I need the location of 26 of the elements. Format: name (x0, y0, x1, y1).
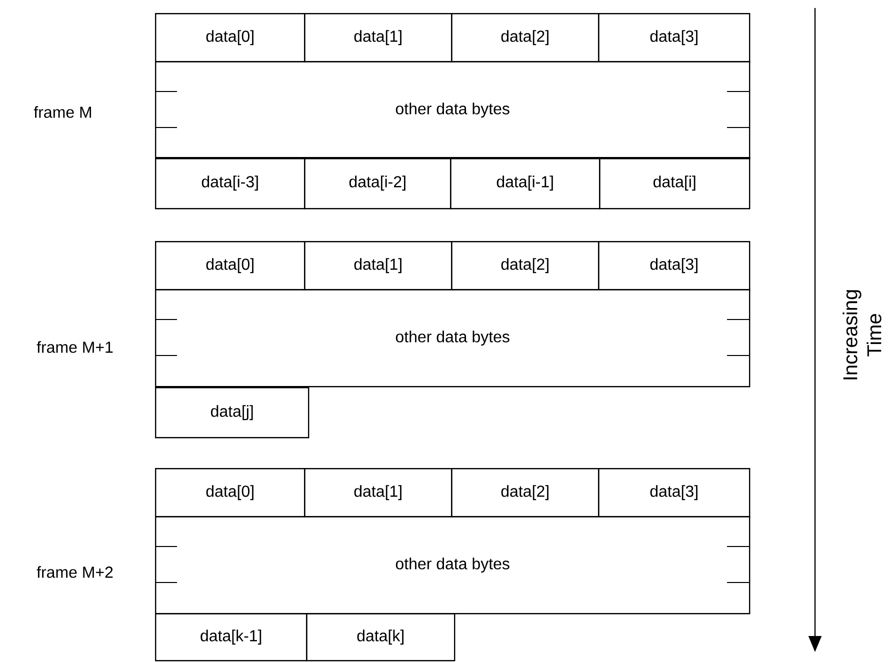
byte-cell: data[3] (598, 241, 750, 290)
axis-label: Increasing Time (842, 290, 882, 380)
byte-cell: data[2] (451, 241, 600, 290)
data-field: other data bytes (154, 61, 750, 160)
byte-cell: data[1] (304, 241, 452, 290)
byte-cell: data[0] (155, 13, 306, 62)
byte-cell: data[2] (451, 13, 600, 62)
byte-cell: data[j] (155, 387, 310, 438)
byte-cell: data[i-2] (304, 157, 452, 210)
frame-label: frame M (34, 106, 91, 118)
byte-cell: data[0] (155, 241, 306, 290)
byte-cell: data[3] (598, 468, 750, 518)
byte-cell: data[i-1] (450, 157, 600, 210)
byte-cell: data[1] (304, 468, 452, 518)
byte-cell: data[0] (155, 468, 306, 518)
byte-cell: data[1] (304, 13, 452, 62)
byte-cell: data[2] (451, 468, 600, 518)
byte-cell: data[3] (598, 13, 750, 62)
data-field: other data bytes (154, 516, 750, 614)
frame-label: frame M+2 (36, 566, 113, 578)
byte-cell: data[i] (599, 157, 750, 210)
byte-cell: data[i-3] (155, 157, 306, 210)
data-field: other data bytes (154, 289, 750, 388)
byte-cell: data[k-1] (155, 613, 308, 662)
frame-label: frame M+1 (36, 341, 113, 353)
byte-cell: data[k] (306, 613, 456, 662)
